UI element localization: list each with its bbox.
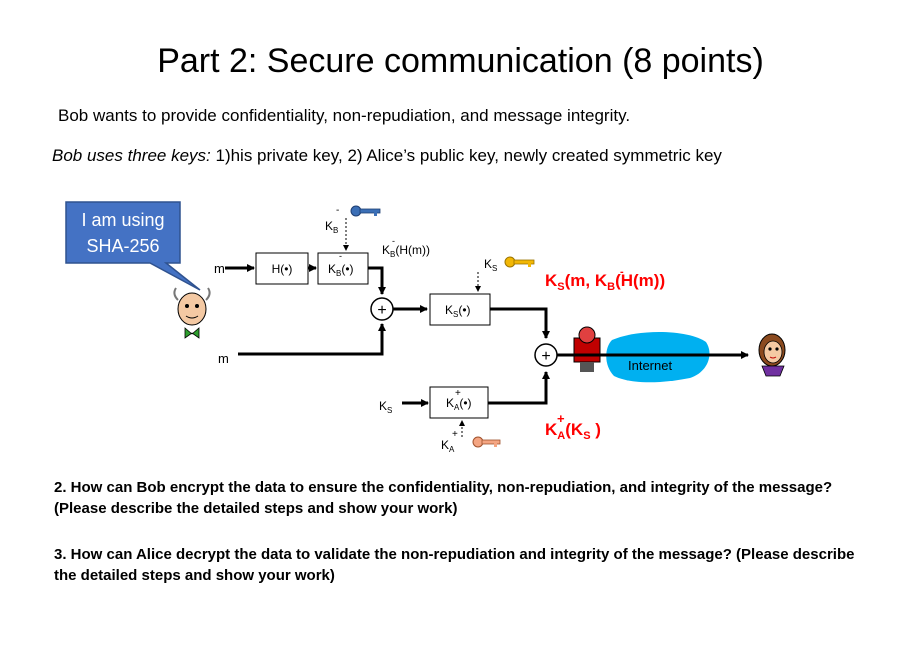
trudy-icon bbox=[573, 326, 601, 372]
ka-key-plus: + bbox=[452, 429, 458, 440]
symmetric-encrypt-box bbox=[429, 293, 491, 326]
keys-rest: 1)his private key, 2) Alice’s public key… bbox=[210, 146, 722, 165]
bob-icon bbox=[173, 287, 211, 339]
public-box-label: KA(•) bbox=[446, 396, 472, 412]
callout-line-2: SHA-256 bbox=[86, 236, 159, 256]
keys-text: Bob uses three keys: 1)his private key, … bbox=[52, 146, 722, 166]
input-m-bottom: m bbox=[218, 351, 229, 366]
public-encrypt-box bbox=[429, 386, 489, 419]
speech-callout bbox=[65, 201, 201, 291]
input-m-top: m bbox=[214, 261, 225, 276]
intro-text: Bob wants to provide confidentiality, no… bbox=[58, 106, 631, 125]
symmetric-box-label: KS(•) bbox=[445, 303, 471, 319]
concat-plus-2: + bbox=[541, 348, 550, 365]
alice-icon bbox=[758, 333, 786, 377]
ks-key-label: KS bbox=[484, 257, 497, 273]
keys-lead: Bob uses three keys: bbox=[52, 146, 211, 165]
ks-input-label: KS bbox=[379, 399, 392, 415]
question-3: 3. How can Alice decrypt the data to val… bbox=[54, 546, 855, 584]
ka-key-label: KA bbox=[441, 438, 455, 454]
signed-hash-minus: - bbox=[392, 236, 395, 246]
concat-plus-1: + bbox=[377, 302, 386, 319]
callout-line-1: I am using bbox=[81, 210, 164, 230]
hash-box-label: H(•) bbox=[272, 262, 293, 276]
question-2: 2. How can Bob encrypt the data to ensur… bbox=[54, 479, 833, 517]
signed-hash-label: KB(H(m)) bbox=[382, 243, 430, 259]
key-icon bbox=[504, 256, 535, 268]
kb-key-minus: - bbox=[336, 205, 339, 216]
internet-cloud bbox=[606, 331, 710, 383]
key-icon bbox=[350, 205, 381, 217]
sign-box-minus: - bbox=[339, 251, 342, 261]
sign-box bbox=[317, 252, 369, 285]
key-icon bbox=[472, 436, 501, 448]
hash-box bbox=[255, 252, 309, 285]
kb-key-label: KB bbox=[325, 219, 338, 235]
encrypted-key-label: KA(KS ) bbox=[545, 420, 601, 442]
encrypted-key-plus: + bbox=[557, 411, 565, 426]
slide-title: Part 2: Secure communication (8 points) bbox=[157, 42, 764, 80]
encrypted-message-minus: - bbox=[620, 266, 624, 278]
encrypted-message-label: KS(m, KB(H(m)) bbox=[545, 271, 665, 293]
sign-box-label: KB(•) bbox=[328, 262, 354, 278]
public-box-plus: + bbox=[455, 388, 461, 399]
internet-label: Internet bbox=[628, 358, 672, 373]
